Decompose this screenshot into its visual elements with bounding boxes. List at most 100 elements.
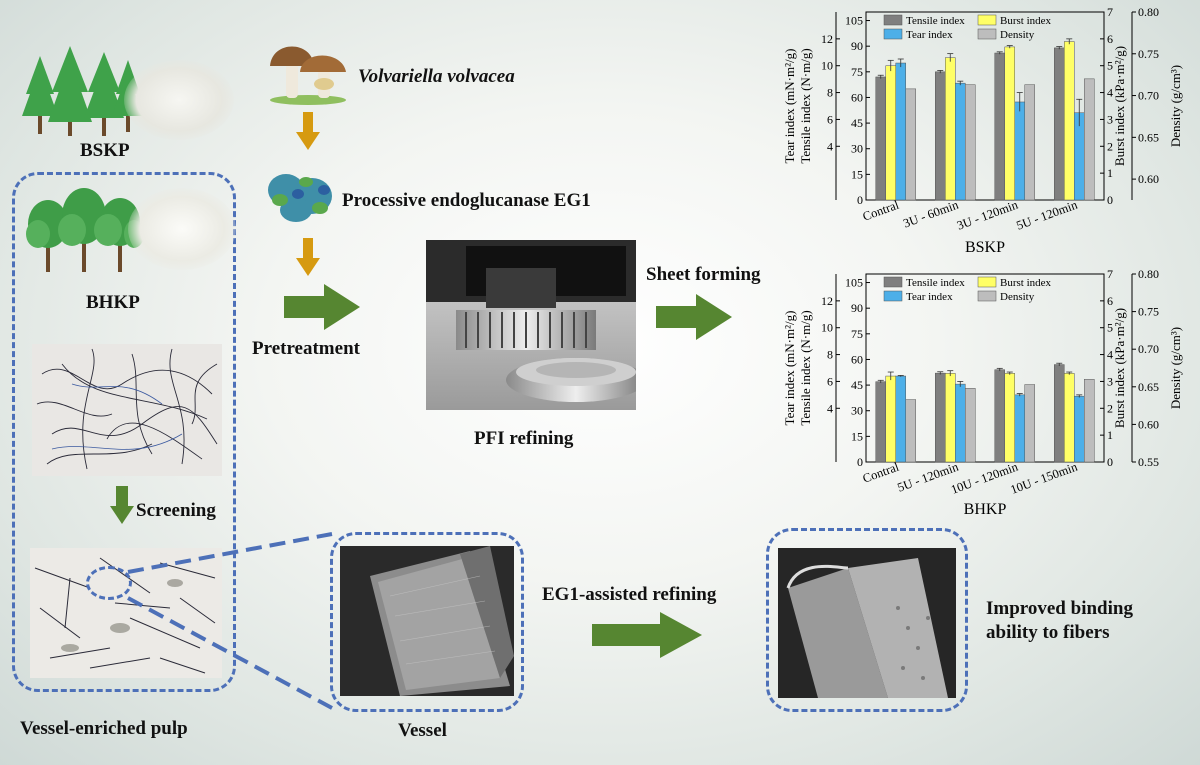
burst-tick-label: 2 bbox=[1107, 401, 1113, 415]
tensile-tick-label: 15 bbox=[851, 167, 863, 181]
burst-axis-label: Burst index (kPa·m²/g) bbox=[1112, 308, 1127, 428]
bskp-chart: 01530456075901054681012012345670.600.650… bbox=[782, 5, 1183, 256]
category-label: 5U - 120min bbox=[1014, 197, 1080, 232]
vessel-highlight-circle bbox=[86, 566, 132, 600]
tensile-tick-label: 30 bbox=[851, 142, 863, 156]
tensile-tick-label: 90 bbox=[851, 301, 863, 315]
tear-tick-label: 10 bbox=[821, 321, 833, 335]
legend-swatch bbox=[977, 290, 997, 302]
tensile-tick-label: 75 bbox=[851, 65, 863, 79]
legend-label: Density bbox=[1000, 29, 1035, 41]
legend-swatch bbox=[977, 14, 997, 26]
tear-bar bbox=[1074, 395, 1085, 463]
density-bar bbox=[905, 88, 916, 201]
bskp-label: BSKP bbox=[80, 140, 130, 161]
burst-tick-label: 5 bbox=[1107, 59, 1113, 73]
vessel-sem-image bbox=[340, 546, 514, 696]
bhkp-chart: 01530456075901054681012012345670.550.600… bbox=[782, 267, 1183, 518]
density-tick-label: 0.60 bbox=[1138, 172, 1159, 186]
legend-swatch bbox=[883, 290, 903, 302]
chart-title: BSKP bbox=[965, 239, 1005, 256]
hardwood-trees-icon bbox=[26, 188, 144, 272]
sheet-forming-label: Sheet forming bbox=[646, 264, 761, 285]
burst-tick-label: 0 bbox=[1107, 455, 1113, 469]
density-tick-label: 0.75 bbox=[1138, 47, 1159, 61]
legend-label: Burst index bbox=[1000, 277, 1052, 289]
tensile-tick-label: 45 bbox=[851, 378, 863, 392]
tensile-tick-label: 105 bbox=[845, 14, 863, 28]
burst-tick-label: 1 bbox=[1107, 166, 1113, 180]
right-arrow-icon bbox=[656, 294, 732, 340]
improved-vessel-box bbox=[766, 528, 968, 712]
plot-frame bbox=[865, 11, 1105, 201]
tensile-axis-label: Tensile index (N·m/g) bbox=[798, 48, 813, 163]
burst-axis-label: Burst index (kPa·m²/g) bbox=[1112, 46, 1127, 166]
density-axis-label: Density (g/cm³) bbox=[1168, 65, 1183, 147]
right-arrow-icon bbox=[592, 612, 702, 658]
burst-bar bbox=[1064, 41, 1075, 201]
density-tick-label: 0.75 bbox=[1138, 305, 1159, 319]
improved-label-line2: ability to fibers bbox=[986, 622, 1110, 643]
volvariella-label: Volvariella volvacea bbox=[358, 66, 515, 87]
burst-tick-label: 6 bbox=[1107, 32, 1113, 46]
bhkp-group-box bbox=[12, 172, 236, 692]
density-tick-label: 0.70 bbox=[1138, 342, 1159, 356]
screening-label: Screening bbox=[136, 500, 216, 521]
burst-tick-label: 7 bbox=[1107, 267, 1113, 281]
tensile-bar bbox=[935, 372, 946, 463]
burst-tick-label: 3 bbox=[1107, 374, 1113, 388]
density-tick-label: 0.70 bbox=[1138, 89, 1159, 103]
tensile-tick-label: 0 bbox=[857, 455, 863, 469]
tensile-bar bbox=[935, 71, 946, 201]
down-arrow-icon bbox=[296, 238, 320, 276]
burst-bar bbox=[885, 65, 896, 201]
legend-label: Tensile index bbox=[906, 277, 965, 289]
tensile-tick-label: 90 bbox=[851, 39, 863, 53]
legend-label: Density bbox=[1000, 291, 1035, 303]
down-arrow-icon bbox=[296, 112, 320, 150]
legend-label: Tear index bbox=[906, 291, 953, 303]
eg1-refining-label: EG1-assisted refining bbox=[542, 584, 717, 605]
density-bar bbox=[965, 388, 976, 463]
legend-swatch bbox=[977, 276, 997, 288]
tensile-bar bbox=[994, 369, 1005, 463]
legend-label: Burst index bbox=[1000, 15, 1052, 27]
category-label: 3U - 120min bbox=[955, 197, 1021, 232]
burst-tick-label: 5 bbox=[1107, 321, 1113, 335]
legend-swatch bbox=[883, 14, 903, 26]
vessel-enriched-label: Vessel-enriched pulp bbox=[20, 718, 188, 739]
improved-label-line1: Improved binding bbox=[986, 598, 1133, 619]
category-label: 10U - 150min bbox=[1009, 459, 1080, 496]
density-bar bbox=[1084, 78, 1095, 201]
legend-label: Tensile index bbox=[906, 15, 965, 27]
down-arrow-icon bbox=[110, 486, 134, 524]
density-tick-label: 0.65 bbox=[1138, 380, 1159, 394]
tear-bar bbox=[895, 375, 906, 463]
chart-title: BHKP bbox=[964, 501, 1007, 518]
tensile-tick-label: 15 bbox=[851, 429, 863, 443]
density-tick-label: 0.55 bbox=[1138, 455, 1159, 469]
tear-tick-label: 8 bbox=[827, 86, 833, 100]
treated-vessel-sem-image bbox=[778, 548, 956, 698]
pretreatment-label: Pretreatment bbox=[252, 338, 360, 359]
burst-tick-label: 6 bbox=[1107, 294, 1113, 308]
eg1-label: Processive endoglucanase EG1 bbox=[342, 190, 591, 211]
bhkp-pulp-photo bbox=[128, 188, 236, 270]
burst-bar bbox=[1064, 373, 1075, 463]
burst-bar bbox=[945, 373, 956, 463]
tear-bar bbox=[895, 62, 906, 201]
tear-tick-label: 6 bbox=[827, 374, 833, 388]
density-tick-label: 0.80 bbox=[1138, 5, 1159, 19]
density-bar bbox=[1024, 384, 1035, 463]
burst-bar bbox=[1004, 46, 1015, 201]
burst-tick-label: 3 bbox=[1107, 112, 1113, 126]
burst-tick-label: 4 bbox=[1107, 86, 1113, 100]
tear-tick-label: 4 bbox=[827, 401, 833, 415]
tensile-bar bbox=[875, 381, 886, 463]
burst-bar bbox=[885, 375, 896, 463]
tear-tick-label: 12 bbox=[821, 294, 833, 308]
vessel-label: Vessel bbox=[398, 720, 447, 741]
tensile-tick-label: 60 bbox=[851, 90, 863, 104]
burst-tick-label: 0 bbox=[1107, 193, 1113, 207]
burst-bar bbox=[945, 57, 956, 201]
